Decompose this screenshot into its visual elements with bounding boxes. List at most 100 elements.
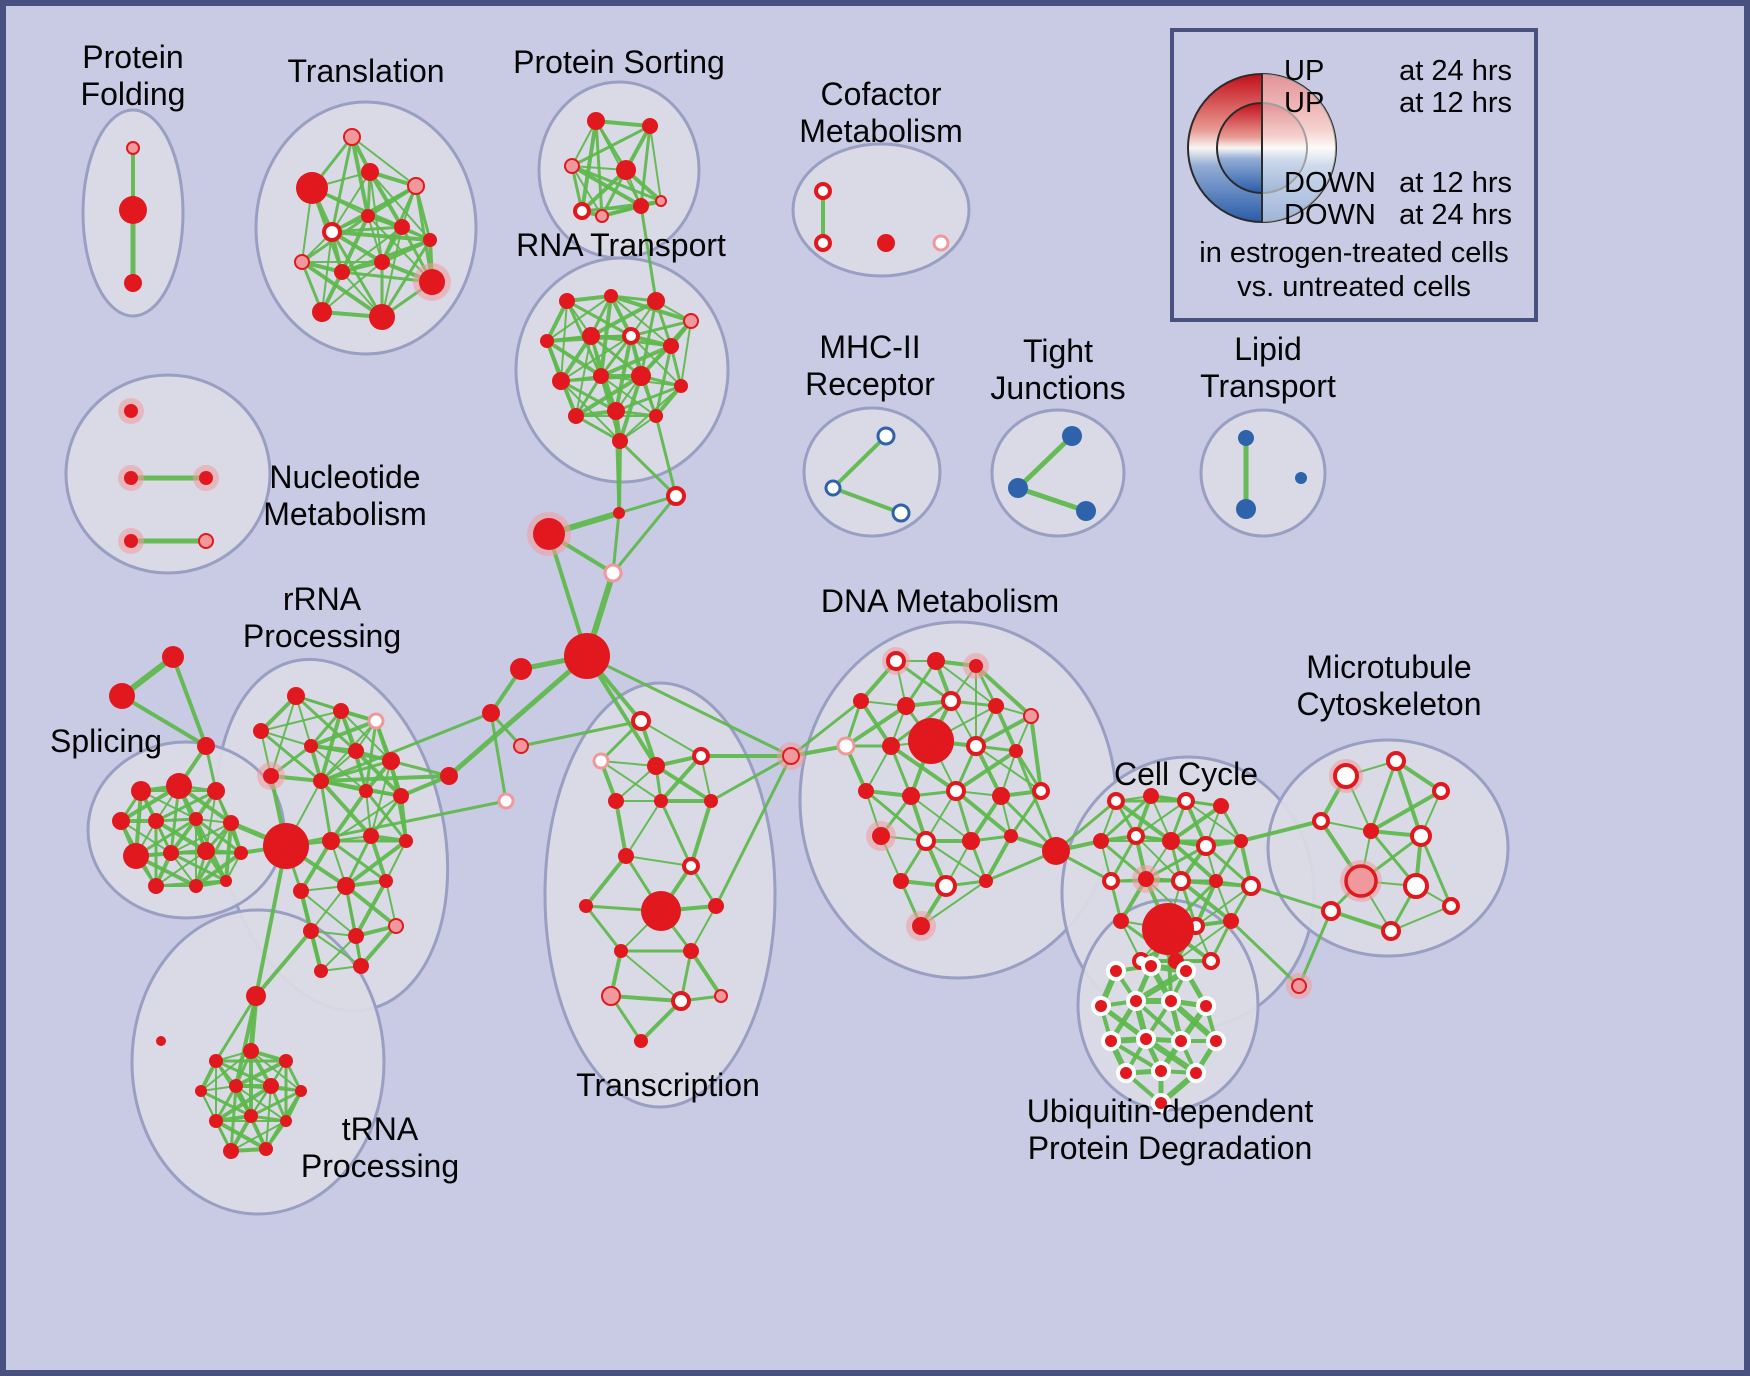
network-node: [568, 408, 584, 424]
network-edge: [344, 839, 408, 888]
network-edge: [690, 905, 717, 952]
network-node: [1312, 812, 1330, 830]
network-edge: [620, 950, 682, 1002]
network-node: [674, 379, 688, 393]
network-edge: [570, 164, 663, 203]
network-node: [1206, 1031, 1226, 1051]
network-node: [935, 875, 957, 897]
network-node: [927, 652, 945, 670]
network-node: [1171, 1031, 1191, 1051]
network-edge: [609, 994, 683, 1003]
network-edge: [1214, 839, 1243, 883]
network-edge: [385, 840, 407, 882]
network-node: [1236, 499, 1256, 519]
network-edge: [640, 720, 702, 757]
network-edge: [381, 226, 403, 318]
network-node: [1344, 864, 1378, 898]
network-node: [361, 209, 375, 223]
network-edge: [575, 335, 592, 417]
network-edge: [689, 799, 713, 868]
network-node: [1196, 836, 1216, 856]
network-edge: [584, 854, 628, 908]
network-node: [559, 293, 575, 309]
network-node: [573, 202, 591, 220]
network-edge: [560, 380, 621, 442]
network-node: [314, 964, 328, 978]
network-edge: [1369, 789, 1443, 833]
network-node: [916, 831, 936, 851]
legend-up-24-time: at 24 hrs: [1399, 55, 1512, 87]
network-node: [280, 1115, 292, 1127]
network-node: [902, 787, 920, 805]
network-node: [1238, 430, 1254, 446]
network-node: [1093, 833, 1109, 849]
network-edge: [310, 930, 362, 967]
network-edge: [580, 168, 628, 213]
network-node: [195, 1085, 207, 1097]
network-edge: [1175, 920, 1232, 962]
network-node: [612, 433, 628, 449]
network-node: [440, 767, 458, 785]
network-node: [246, 986, 266, 1006]
network-node: [229, 1079, 243, 1093]
network-edge: [1394, 759, 1423, 838]
network-node: [897, 697, 915, 715]
network-edge: [350, 135, 370, 218]
network-edge: [341, 226, 403, 273]
network-edge: [446, 653, 590, 779]
network-node: [708, 898, 724, 914]
network-node: [891, 503, 911, 523]
cluster-label-transcription: Transcription: [576, 1067, 760, 1103]
network-edge: [614, 334, 633, 413]
network-node: [348, 743, 364, 759]
network-node: [692, 747, 710, 765]
network-edge: [519, 719, 643, 748]
network-edge: [904, 659, 938, 708]
network-node: [641, 891, 681, 931]
network-node: [932, 234, 950, 252]
network-node: [671, 991, 691, 1011]
network-node: [510, 658, 532, 680]
network-node: [263, 1078, 279, 1094]
network-node: [359, 784, 373, 798]
network-edge: [369, 794, 403, 838]
network-node: [1076, 501, 1096, 521]
network-edge: [954, 789, 1013, 838]
network-node: [552, 372, 570, 390]
network-node: [540, 334, 554, 348]
network-node: [608, 793, 624, 809]
network-edge: [380, 238, 432, 264]
network-node: [1023, 708, 1039, 724]
network-node: [334, 264, 350, 280]
network-node: [109, 683, 135, 709]
network-node: [343, 128, 361, 146]
network-edge: [367, 215, 383, 263]
network-node: [243, 1043, 259, 1059]
network-node: [582, 327, 600, 345]
legend-up-12-label: UP: [1284, 87, 1324, 119]
network-edge: [600, 760, 657, 767]
network-node: [156, 1036, 166, 1046]
legend-down-12-time: at 12 hrs: [1399, 167, 1512, 199]
network-edge: [546, 295, 612, 342]
network-node: [782, 747, 800, 765]
network-edge: [639, 204, 658, 303]
network-edge: [320, 935, 357, 972]
network-node: [1410, 825, 1432, 847]
network-node: [714, 989, 728, 1003]
network-edge: [600, 375, 657, 417]
network-node: [1008, 478, 1028, 498]
network-node: [654, 794, 668, 808]
network-edge: [974, 714, 1033, 748]
network-edge: [366, 184, 418, 218]
network-node: [1209, 874, 1223, 888]
network-node: [1009, 744, 1023, 758]
network-edge: [935, 660, 997, 707]
network-edge: [611, 494, 678, 575]
network-node: [482, 704, 500, 722]
network-edge: [489, 711, 508, 803]
network-edge: [560, 335, 632, 382]
network-node: [1223, 913, 1239, 929]
